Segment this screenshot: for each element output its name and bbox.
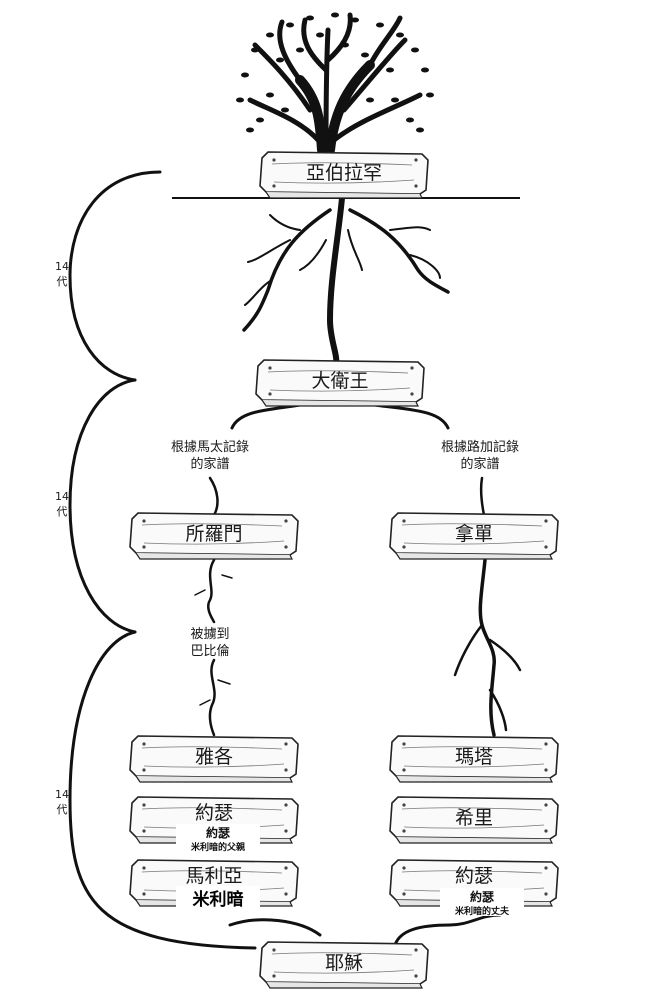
node-solomon: 所羅門 [129, 512, 299, 560]
matthew-note: 根據馬太記錄 的家譜 [171, 439, 249, 472]
svg-text:雅各: 雅各 [195, 746, 233, 768]
node-jacob: 雅各 [129, 735, 299, 783]
svg-text:耶穌: 耶穌 [325, 952, 363, 974]
svg-text:的家譜: 的家譜 [460, 456, 499, 472]
svg-text:馬利亞: 馬利亞 [185, 865, 242, 887]
generation-brackets [68, 170, 257, 950]
svg-text:亞伯拉罕: 亞伯拉罕 [306, 162, 382, 184]
svg-text:約瑟: 約瑟 [195, 802, 233, 824]
svg-text:14: 14 [55, 490, 69, 503]
svg-text:瑪塔: 瑪塔 [455, 746, 493, 768]
svg-text:根據路加記錄: 根據路加記錄 [441, 439, 519, 455]
miriam-annotation: 米利暗 [176, 886, 260, 910]
exile-note: 被擄到 巴比倫 [190, 627, 229, 659]
svg-text:14: 14 [55, 260, 69, 273]
svg-text:代: 代 [57, 803, 68, 816]
tree-icon [236, 12, 434, 155]
node-matthat: 瑪塔 [389, 735, 559, 783]
svg-text:拿單: 拿單 [455, 522, 493, 545]
svg-text:約瑟: 約瑟 [470, 889, 494, 904]
generation-label-2: 14 代 [55, 490, 69, 518]
svg-text:米利暗: 米利暗 [193, 889, 244, 910]
svg-text:米利暗的父親: 米利暗的父親 [190, 841, 245, 853]
svg-text:的家譜: 的家譜 [190, 456, 229, 472]
luke-note: 根據路加記錄 的家譜 [441, 439, 519, 472]
node-jesus: 耶穌 [259, 941, 429, 989]
svg-text:巴比倫: 巴比倫 [190, 644, 229, 659]
joseph-husband-annotation: 約瑟 米利暗的丈夫 [440, 888, 524, 917]
svg-text:代: 代 [57, 275, 68, 288]
svg-text:約瑟: 約瑟 [206, 825, 230, 840]
svg-text:希里: 希里 [455, 807, 493, 829]
node-nathan: 拿單 [389, 512, 559, 560]
svg-text:所羅門: 所羅門 [185, 523, 242, 545]
svg-text:大衛王: 大衛王 [311, 370, 368, 392]
svg-text:根據馬太記錄: 根據馬太記錄 [171, 439, 249, 455]
node-abraham: 亞伯拉罕 [259, 151, 429, 199]
node-joseph-right: 約瑟 [389, 859, 559, 907]
node-david: 大衛王 [255, 359, 425, 407]
roots-icon [242, 195, 450, 368]
generation-label-1: 14 代 [55, 260, 69, 288]
generation-label-3: 14 代 [55, 788, 69, 816]
svg-text:約瑟: 約瑟 [455, 865, 493, 887]
svg-text:代: 代 [57, 505, 68, 518]
node-mary: 馬利亞 [129, 859, 299, 907]
svg-text:米利暗的丈夫: 米利暗的丈夫 [454, 905, 510, 917]
svg-text:14: 14 [55, 788, 69, 801]
node-heli: 希里 [389, 796, 559, 844]
joseph-father-annotation: 約瑟 米利暗的父親 [176, 824, 260, 853]
svg-text:被擄到: 被擄到 [190, 627, 229, 642]
node-joseph-left: 約瑟 [129, 796, 299, 844]
